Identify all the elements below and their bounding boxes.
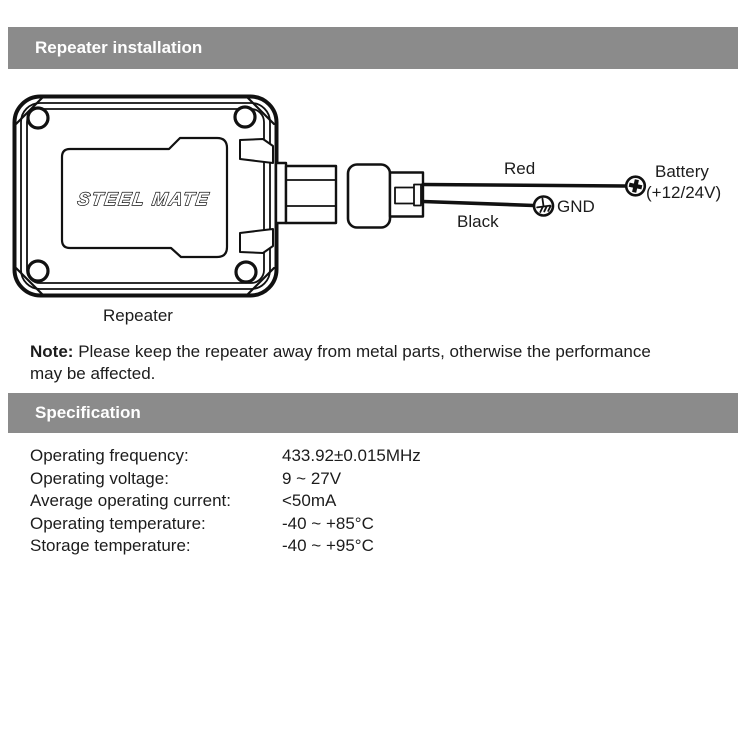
spec-row-operating-voltage: Operating voltage: 9 ~ 27V (30, 468, 421, 491)
battery-voltage-label: (+12/24V) (646, 183, 722, 202)
spec-row-operating-temperature: Operating temperature: -40 ~ +85°C (30, 513, 421, 536)
repeater-device-outline (12, 94, 279, 298)
device-edge-clips (239, 138, 274, 254)
red-wire (421, 182, 628, 188)
section-header-repeater-installation: Repeater installation (8, 27, 738, 69)
device-connector (274, 161, 338, 225)
screw-hole-icons (26, 105, 258, 284)
black-wire (421, 199, 536, 208)
spec-label: Operating temperature: (30, 513, 206, 533)
section-title: Repeater installation (35, 38, 203, 57)
spec-value: -40 ~ +95°C (282, 536, 374, 556)
device-label-plate (60, 136, 229, 259)
spec-value: 9 ~ 27V (282, 468, 342, 488)
section-title: Specification (35, 403, 141, 422)
spec-row-operating-frequency: Operating frequency: 433.92±0.015MHz (30, 445, 421, 468)
spec-label: Operating voltage: (30, 468, 169, 488)
brand-logo-text: STEEL MATE (76, 189, 211, 209)
section-header-specification: Specification (8, 393, 738, 433)
note-text-line1: Please keep the repeater away from metal… (78, 342, 651, 361)
spec-value: 433.92±0.015MHz (282, 446, 421, 465)
ground-terminal-icon (532, 195, 555, 217)
note-paragraph: Note: Please keep the repeater away from… (30, 341, 735, 385)
spec-row-storage-temperature: Storage temperature: -40 ~ +95°C (30, 535, 421, 558)
specification-table: Operating frequency: 433.92±0.015MHz Ope… (30, 445, 421, 558)
gnd-label: GND (557, 197, 595, 216)
note-text-line2: may be affected. (30, 364, 156, 383)
battery-label: Battery (655, 162, 709, 181)
cable-connector (346, 163, 425, 229)
spec-value: <50mA (282, 491, 337, 511)
note-label: Note: (30, 342, 74, 361)
spec-value: -40 ~ +85°C (282, 513, 374, 533)
black-wire-label: Black (457, 212, 499, 231)
spec-row-average-operating-current: Average operating current: <50mA (30, 490, 421, 513)
spec-label: Average operating current: (30, 491, 231, 511)
spec-label: Operating frequency: (30, 446, 189, 465)
red-wire-label: Red (504, 159, 536, 178)
spec-label: Storage temperature: (30, 536, 191, 556)
repeater-device-caption: Repeater (103, 306, 173, 325)
battery-positive-terminal-icon (624, 175, 647, 197)
